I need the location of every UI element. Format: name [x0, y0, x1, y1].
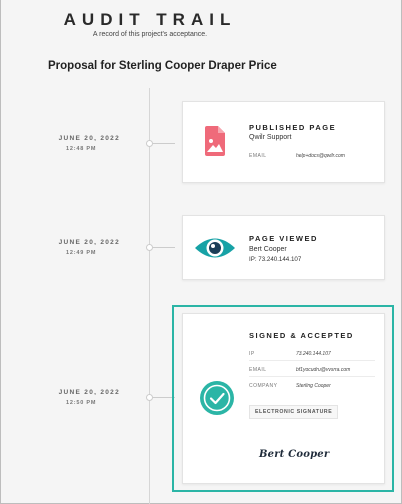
check-circle-icon: [200, 381, 234, 415]
event-card-viewed: PAGE VIEWED Bert Cooper IP: 73.240.144.1…: [182, 215, 385, 280]
timeline-dot: [146, 244, 153, 251]
email-label: EMAIL: [249, 153, 267, 159]
card-title: PAGE VIEWED: [249, 234, 318, 243]
timeline-connector: [153, 143, 175, 144]
timeline-dot: [146, 394, 153, 401]
event-time: 12:48 PM: [66, 146, 97, 152]
detail-divider: [249, 376, 375, 377]
signature: Bert Cooper: [259, 449, 330, 460]
timeline-line: [149, 88, 150, 504]
card-title: PUBLISHED PAGE: [249, 123, 337, 132]
page-title: AUDIT TRAIL: [63, 10, 237, 29]
detail-key: IP: [249, 351, 255, 357]
timeline-dot: [146, 140, 153, 147]
detail-value: bf1yocudru@vvsrra.com: [296, 367, 351, 373]
card-ip: IP: 73.240.144.107: [249, 256, 302, 263]
detail-value: 73.240.144.107: [296, 351, 331, 357]
eye-icon: [194, 235, 236, 261]
email-value: help+docs@qwilr.com: [296, 153, 345, 159]
timeline-connector: [153, 247, 175, 248]
event-date: JUNE 20, 2022: [58, 389, 120, 396]
electronic-signature-badge: ELECTRONIC SIGNATURE: [249, 405, 339, 419]
detail-key: EMAIL: [249, 367, 267, 373]
proposal-title: Proposal for Sterling Cooper Draper Pric…: [48, 60, 277, 72]
document-icon: [205, 126, 225, 156]
card-actor: Bert Cooper: [249, 246, 287, 253]
event-card-published: PUBLISHED PAGE Qwilr Support EMAIL help+…: [182, 101, 385, 183]
page-subtitle: A record of this project's acceptance.: [92, 31, 208, 38]
detail-key: COMPANY: [249, 383, 278, 389]
event-time: 12:49 PM: [66, 250, 97, 256]
card-actor: Qwilr Support: [249, 134, 292, 141]
event-time: 12:50 PM: [66, 400, 97, 406]
detail-value: Sterling Cooper: [296, 383, 331, 389]
signed-highlight-frame: [172, 305, 394, 492]
event-card-signed: SIGNED & ACCEPTED IP 73.240.144.107 EMAI…: [182, 313, 385, 484]
event-date: JUNE 20, 2022: [58, 135, 120, 142]
event-date: JUNE 20, 2022: [58, 239, 120, 246]
card-title: SIGNED & ACCEPTED: [249, 331, 354, 340]
detail-divider: [249, 360, 375, 361]
timeline-connector: [153, 397, 175, 398]
